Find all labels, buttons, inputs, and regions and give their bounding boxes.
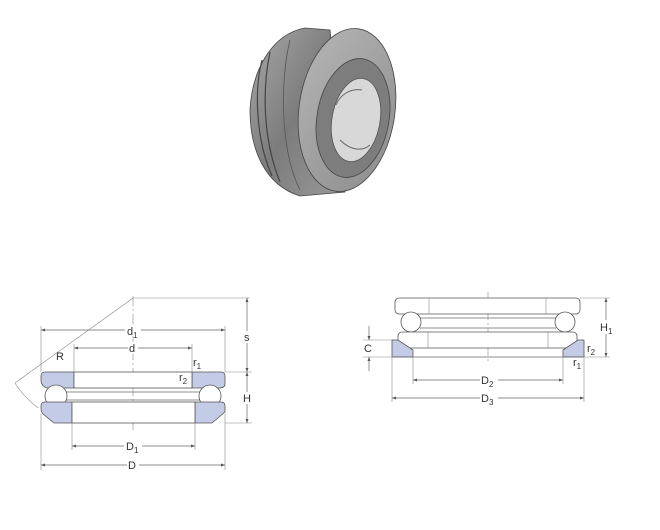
label-H: H (243, 393, 251, 405)
label-D: D (128, 460, 136, 472)
bearing-3d-render (249, 27, 397, 197)
label-C: C (364, 343, 372, 355)
right-section-drawing: C H1 r2 r1 D2 D3 (363, 292, 618, 407)
label-r1: r1 (193, 357, 202, 371)
label-d: d (129, 343, 135, 355)
label-D1: D1 (126, 441, 139, 455)
label-D3: D3 (481, 393, 494, 407)
label-H1: H1 (600, 322, 613, 336)
label-s: s (244, 332, 250, 344)
label-R: R (56, 351, 64, 363)
label-d1: d1 (127, 326, 138, 340)
left-section-drawing: d1 d R r1 r2 s H D1 D (14, 296, 254, 472)
label-r2: r2 (179, 372, 188, 386)
label-r2: r2 (587, 343, 596, 357)
label-D2: D2 (481, 375, 494, 389)
label-r1: r1 (573, 357, 582, 371)
